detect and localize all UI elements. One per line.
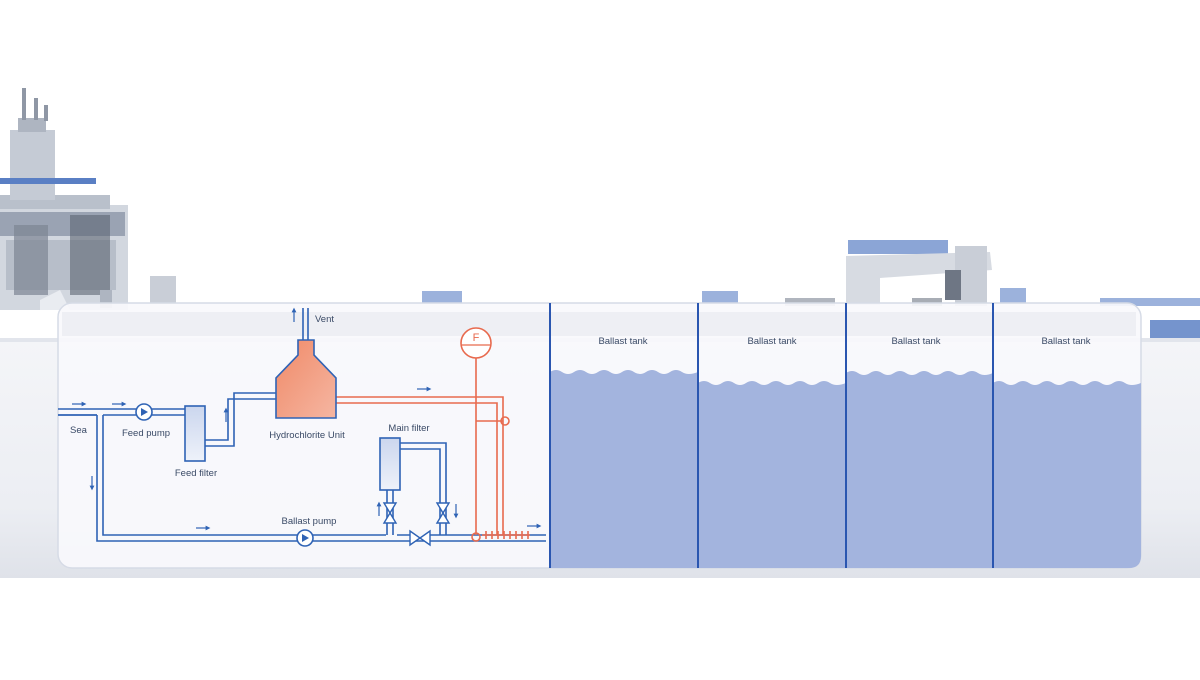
ballast-tank-label: Ballast tank [1041, 336, 1090, 347]
deck-railing-ghost [62, 312, 1136, 336]
ship-superstructure [0, 88, 176, 310]
deck-fitting [422, 291, 462, 303]
feed-filter [184, 405, 206, 462]
injection-manifold [482, 531, 530, 539]
tank-1-water [550, 370, 698, 568]
flow-meter-symbol [460, 327, 492, 359]
tank-2-water [698, 381, 846, 568]
feed-pump-arrow-icon [141, 408, 148, 416]
ballast-tank-label: Ballast tank [598, 336, 647, 347]
deck-fitting [912, 298, 942, 306]
hypochlorite-unit [275, 339, 337, 419]
hypochlorite-unit-label: Hydrochlorite Unit [269, 430, 345, 441]
pipe-main-filter-left [386, 490, 394, 535]
tank-4-water [993, 381, 1141, 568]
deck-fitting [785, 298, 835, 306]
ballast-tanks: Ballast tank Ballast tank Ballast tank B… [549, 303, 1141, 568]
flow-arrows [72, 307, 542, 531]
valve-filter-outlet [435, 502, 451, 524]
ship-crane [846, 240, 1200, 338]
ballast-pump-label: Ballast pump [282, 516, 337, 527]
flow-meter-label: F [473, 332, 480, 344]
sea-label: Sea [70, 425, 88, 436]
pipe-dosing-line [336, 396, 504, 535]
ballast-tank-label: Ballast tank [891, 336, 940, 347]
valve-bypass [409, 529, 431, 547]
valve-filter-inlet [382, 502, 398, 524]
injection-point [471, 532, 481, 542]
feed-filter-label: Feed filter [175, 468, 217, 479]
tank-3-water [846, 371, 993, 568]
feed-pump-label: Feed pump [122, 428, 170, 439]
ballast-tank-label: Ballast tank [747, 336, 796, 347]
injection-point [500, 416, 510, 426]
red-piping [336, 358, 530, 542]
pipe-vent [302, 308, 309, 340]
deck-fitting [702, 291, 738, 303]
main-filter [379, 437, 401, 491]
ballast-pump-arrow-icon [302, 534, 309, 542]
pipe-filter-to-unit [205, 392, 276, 447]
pipe-down-main [96, 415, 546, 542]
vent-label: Vent [315, 314, 334, 325]
main-filter-label: Main filter [388, 423, 429, 434]
